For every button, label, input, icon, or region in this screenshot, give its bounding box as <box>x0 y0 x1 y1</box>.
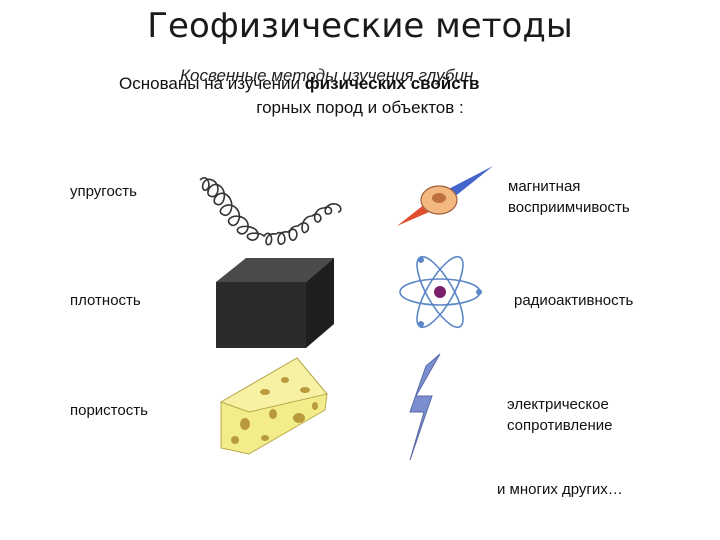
cheese-icon <box>219 357 328 455</box>
compass-needle-icon <box>397 166 493 226</box>
cheese-hole <box>312 402 318 410</box>
label-magnetic-line1: магнитная <box>508 178 581 195</box>
lightning-bolt <box>409 353 441 461</box>
cheese-hole <box>293 413 305 423</box>
magnet-center <box>432 193 446 203</box>
label-resistivity-line2: сопротивление <box>507 417 613 434</box>
label-porosity: пористость <box>70 402 148 419</box>
atom-icon <box>399 255 482 329</box>
electron-1 <box>476 289 482 295</box>
cheese-hole <box>231 436 239 444</box>
cheese-top <box>219 357 328 413</box>
label-elasticity: упругость <box>70 183 137 200</box>
spring-wave-icon <box>199 177 342 246</box>
cheese-hole <box>240 418 250 430</box>
label-resistivity: электрическое сопротивление <box>507 394 612 436</box>
intro-line: Основаны на изучении физических свойств <box>119 74 479 94</box>
block-top-face <box>216 258 334 282</box>
label-magnetic: магнитная восприимчивость <box>508 176 630 218</box>
lightning-icon <box>409 353 441 461</box>
label-radioactivity: радиоактивность <box>514 292 634 309</box>
label-magnetic-line2: восприимчивость <box>508 199 630 216</box>
label-density: плотность <box>70 292 141 309</box>
dark-block-icon <box>216 258 334 348</box>
block-front-face <box>216 282 306 348</box>
cheese-hole <box>261 435 269 441</box>
block-side-face <box>306 258 334 348</box>
cheese-hole <box>269 409 277 419</box>
overlapping-heading: Косвенные методы изучения глубин <box>180 66 474 85</box>
footer-text: и многих других… <box>497 481 623 498</box>
spring-wave-path <box>199 177 342 246</box>
electron-3 <box>418 321 424 327</box>
cheese-hole <box>260 389 270 395</box>
intro-subline: горных пород и объектов : <box>256 98 464 117</box>
intro-bold: физических свойств <box>304 74 480 93</box>
nucleus <box>434 286 446 298</box>
electron-2 <box>418 257 424 263</box>
label-resistivity-line1: электрическое <box>507 396 609 413</box>
intro-prefix: Основаны на изучении <box>119 74 305 93</box>
cheese-hole <box>281 377 289 383</box>
cheese-hole <box>300 387 310 393</box>
slide-title: Геофизические методы <box>147 6 573 46</box>
